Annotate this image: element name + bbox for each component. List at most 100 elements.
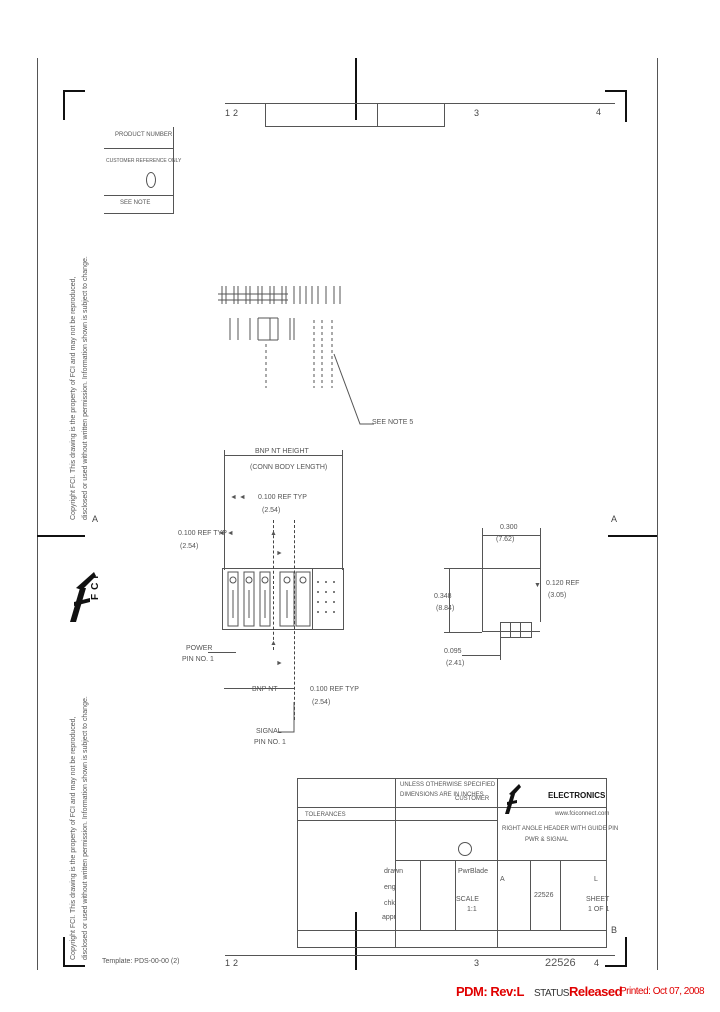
title-row-3 (395, 860, 607, 861)
connector-front-body (222, 568, 344, 630)
disclaimer-line2: disclosed or used without written permis… (82, 256, 89, 520)
tick-top-mid (355, 58, 357, 120)
title-brand: ELECTRONICS (548, 791, 606, 800)
header-top-view (218, 286, 341, 388)
zone-bottom-4: 4 (594, 958, 600, 968)
title-unless: UNLESS OTHERWISE SPECIFIED (400, 782, 496, 788)
customer-reference-label: CUSTOMER REFERENCE ONLY (106, 158, 182, 164)
title-row-1 (297, 807, 607, 808)
tick-bottom-mid (355, 912, 357, 970)
connector-divider (312, 568, 313, 630)
title-eng: eng (384, 884, 396, 891)
side-bottom-dim (462, 655, 500, 656)
title-col-5 (530, 860, 531, 930)
fci-logo-icon (70, 572, 96, 622)
dim-left-pitch-mm: (2.54) (180, 543, 199, 550)
title-col-4 (455, 860, 456, 930)
side-bottom-ext (500, 638, 501, 660)
title-row-4 (297, 930, 607, 931)
zone-b-right: B (611, 925, 618, 935)
side-right-mm: (3.05) (548, 592, 567, 599)
frame-right (657, 58, 658, 970)
zone-a-right: A (611, 514, 618, 524)
title-col-2 (497, 778, 498, 948)
connector-front-detail (227, 571, 335, 627)
title-drawn: drawn (384, 868, 404, 875)
see-note-label: SEE NOTE (120, 200, 151, 206)
revision-box (104, 127, 174, 214)
signal-leader (278, 702, 295, 733)
side-top-ext-right (540, 528, 541, 622)
side-height-label: 0.348 (434, 593, 452, 600)
title-line2: PWR & SIGNAL (525, 837, 569, 843)
title-scale: SCALE (456, 896, 479, 903)
frame-left (37, 58, 38, 970)
title-appr: appr (382, 914, 397, 921)
zone-top-1: 1 (225, 108, 231, 118)
see-note-5: SEE NOTE 5 (372, 419, 414, 426)
zone-strip-bottom (225, 955, 615, 956)
revision-box-row2 (104, 195, 174, 196)
side-top-label: 0.300 (500, 524, 518, 531)
polar-label2: PIN NO. 1 (182, 656, 214, 663)
side-foot-div1 (510, 622, 511, 638)
title-tolerance: TOLERANCES (305, 812, 346, 818)
title-projection-icon (458, 842, 472, 856)
corner-br-h (605, 965, 627, 967)
side-height-dim (449, 568, 450, 632)
corner-bl-h (63, 965, 85, 967)
zone-strip-div2 (377, 103, 378, 127)
dim-overall-ext-left (224, 450, 225, 570)
dim-pitch-top: 0.100 REF TYP (258, 494, 307, 501)
signal-label: SIGNAL (256, 728, 282, 735)
title-block (297, 778, 607, 948)
pdm-revision: PDM: Rev:L (456, 984, 524, 999)
zone-strip-top-line2 (265, 126, 445, 127)
zone-top-4: 4 (596, 107, 602, 117)
zone-a-left: A (92, 514, 99, 524)
disclaimer-line4: disclosed or used without written permis… (82, 696, 89, 960)
title-size: A (500, 876, 505, 883)
footer-template: Template: PDS-00-00 (2) (102, 958, 180, 965)
dim-left-pitch: 0.100 REF TYP (178, 530, 227, 537)
side-foot-div2 (520, 622, 521, 638)
front-centerline-2 (294, 520, 295, 720)
title-fci-logo-icon (505, 784, 521, 814)
corner-bl-v (63, 937, 65, 967)
side-right-label: 0.120 REF (546, 580, 580, 587)
dim-bottom-pitch: 0.100 REF TYP (310, 686, 359, 693)
dim-pitch-top-mm: (2.54) (262, 507, 281, 514)
side-bottom-mm: (2.41) (446, 660, 465, 667)
side-view-foot (500, 622, 532, 638)
corner-tr-h (605, 90, 627, 92)
arrow-up-2: ▲ (270, 640, 277, 647)
title-website: www.fciconnect.com (555, 811, 610, 817)
title-line1: RIGHT ANGLE HEADER WITH GUIDE PIN (502, 826, 619, 832)
tick-right-mid (608, 535, 657, 537)
dim-overall-ext-right (342, 450, 343, 570)
side-height-mm: (8.84) (436, 605, 455, 612)
title-scale-value: 1:1 (467, 906, 477, 913)
title-product-family: PwrBlade (458, 868, 488, 875)
front-centerline-1 (273, 520, 274, 650)
zone-strip-top-line (225, 103, 615, 104)
title-col-1 (395, 778, 396, 948)
arrow-right-1: ► (276, 550, 283, 557)
side-top-ext-left (482, 528, 483, 568)
corner-tr-v (625, 90, 627, 122)
corner-tl-h (63, 90, 85, 92)
title-rev: L (594, 876, 598, 883)
title-chk: chk (384, 900, 395, 907)
side-top-mm: (7.62) (496, 536, 515, 543)
title-drawing-number: 22526 (545, 957, 576, 969)
zone-strip-div3 (444, 103, 445, 127)
polar-label: POWER (186, 645, 213, 652)
side-height-ext-bottom (444, 632, 482, 633)
title-drawing-number-top: 22526 (534, 892, 554, 899)
side-height-ext-top (444, 568, 482, 569)
zone-top-2: 2 (233, 108, 239, 118)
title-col-3 (420, 860, 421, 930)
side-top-dim (482, 535, 540, 536)
side-view-body (482, 568, 540, 632)
disclaimer-line1: Copyright FCI. This drawing is the prope… (70, 276, 77, 520)
